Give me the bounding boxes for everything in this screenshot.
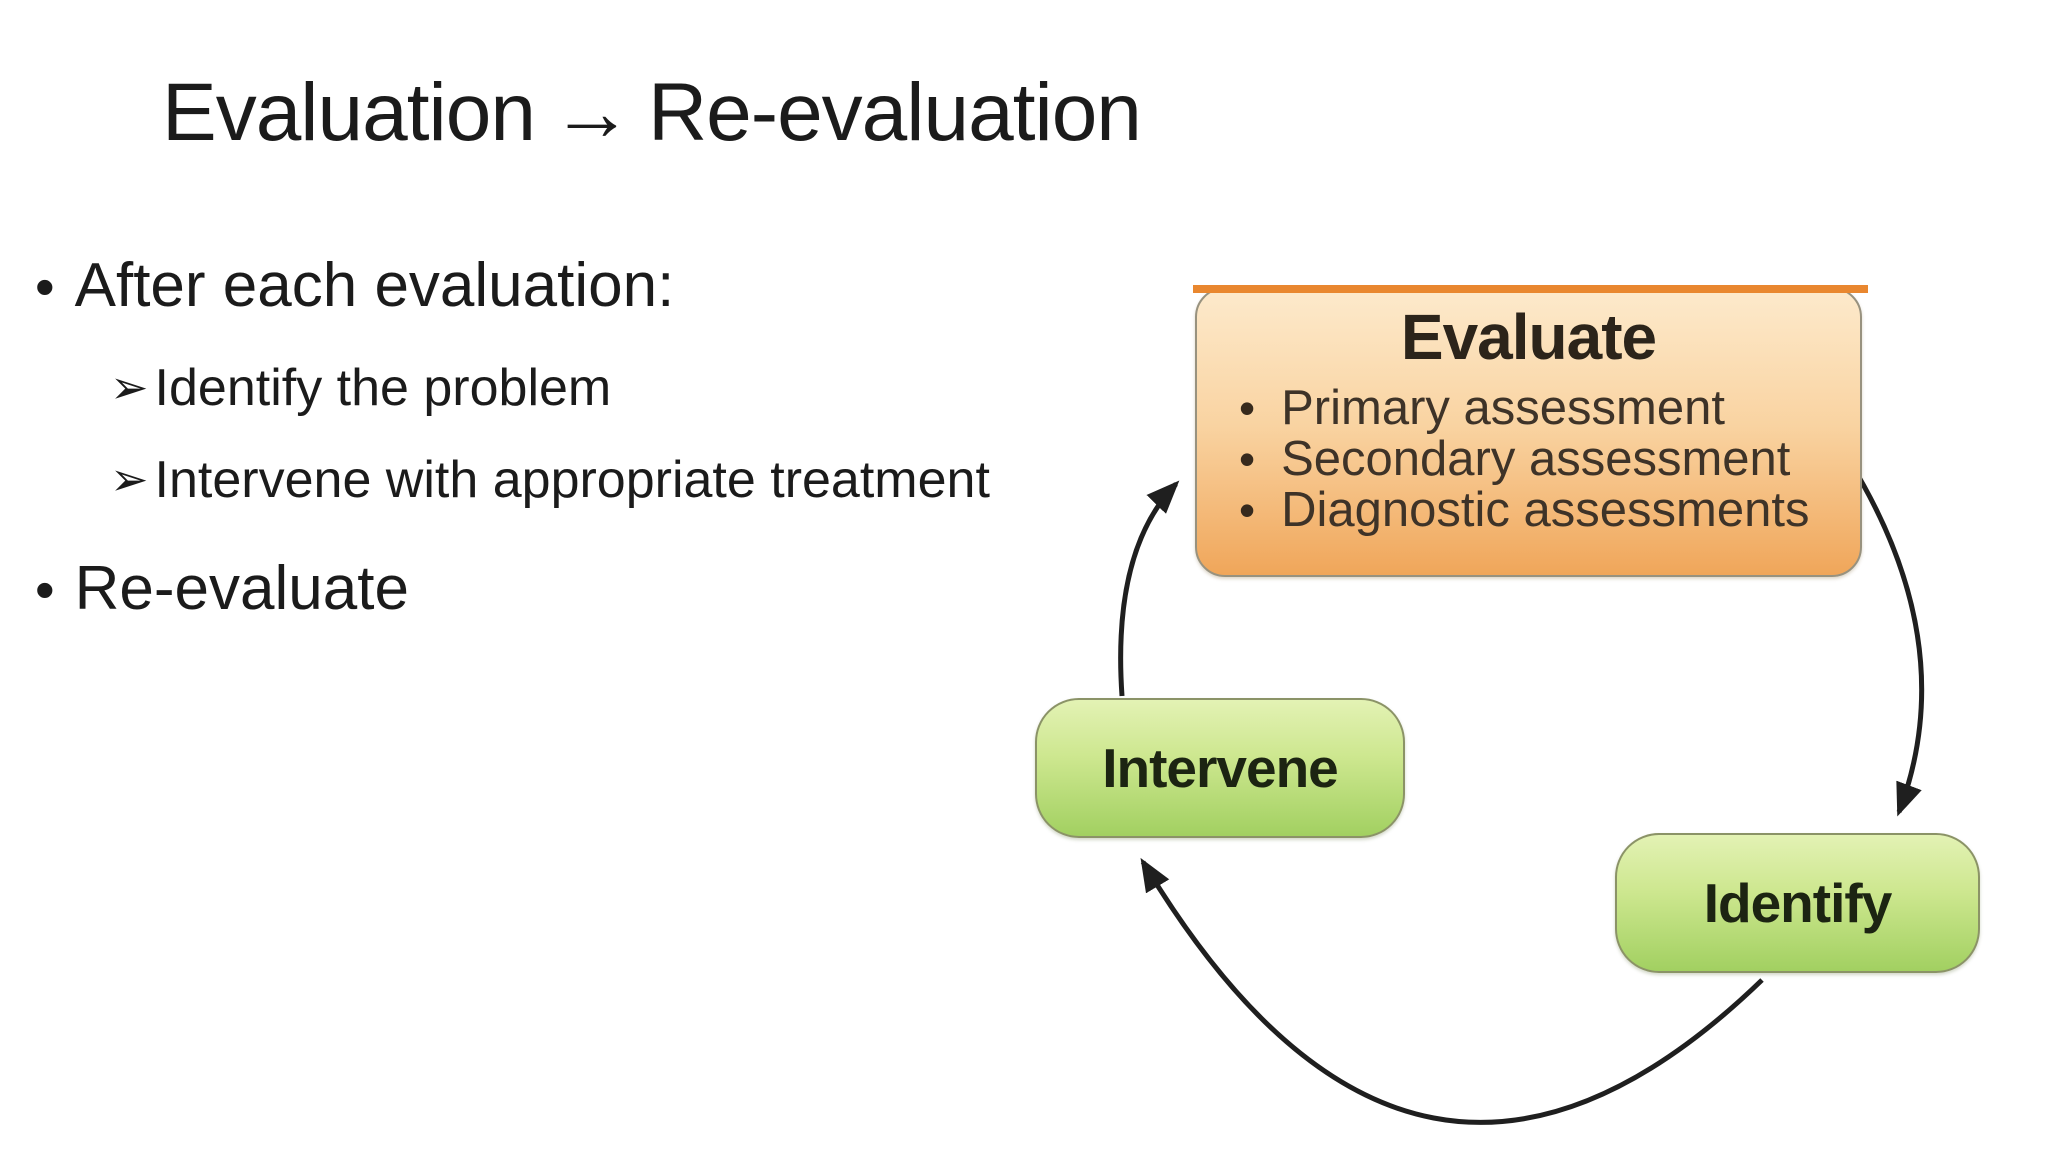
evaluate-box: Evaluate • Primary assessment • Secondar… [1193,285,1868,577]
cycle-diagram: Evaluate • Primary assessment • Secondar… [1000,200,2048,1152]
bullet-dot-icon: • [1239,483,1256,536]
arrow-intervene-to-evaluate [1118,480,1180,697]
arrowhead-bullet-icon: ➢ [110,361,149,413]
bullet-text: After each evaluation: [74,251,675,320]
bullet-intervene-with-treatment: ➢ Intervene with appropriate treatment [110,450,990,510]
evaluate-box-list: • Primary assessment • Secondary assessm… [1197,383,1860,536]
evaluate-box-title: Evaluate [1400,301,1657,373]
bullet-dot-icon: • [35,558,55,621]
right-arrow-glyph: → [550,67,633,158]
list-item: • Secondary assessment [1239,431,1860,486]
title-part2: Re-evaluation [647,67,1142,158]
list-item-text: Secondary assessment [1281,431,1791,486]
intervene-box: Intervene [1035,698,1405,838]
page-title: Evaluation→Re-evaluation [162,66,1142,160]
identify-box: Identify [1615,833,1980,973]
evaluate-box-top-accent [1193,285,1868,293]
arrow-evaluate-to-identify [1847,460,1925,817]
arrow-identify-to-intervene [1140,857,1764,1125]
bullet-identify-the-problem: ➢ Identify the problem [110,358,611,418]
list-item-text: Diagnostic assessments [1281,482,1810,537]
identify-box-label: Identify [1703,872,1893,934]
intervene-box-label: Intervene [1102,737,1339,799]
bullet-text: Re-evaluate [74,554,409,623]
bullet-re-evaluate: • Re-evaluate [35,553,409,624]
bullet-after-each-evaluation: • After each evaluation: [35,250,674,321]
bullet-dot-icon: • [1239,432,1256,485]
list-item: • Primary assessment [1239,383,1860,434]
bullet-dot-icon: • [1239,382,1256,434]
bullet-dot-icon: • [35,255,55,318]
cycle-arrows [1118,460,1925,1125]
list-item-text: Primary assessment [1281,381,1725,435]
list-item: • Diagnostic assessments [1239,482,1860,537]
bullet-text: Identify the problem [154,359,612,417]
arrowhead-bullet-icon: ➢ [110,453,149,505]
bullet-text: Intervene with appropriate treatment [154,451,990,509]
title-part1: Evaluation [162,67,536,158]
